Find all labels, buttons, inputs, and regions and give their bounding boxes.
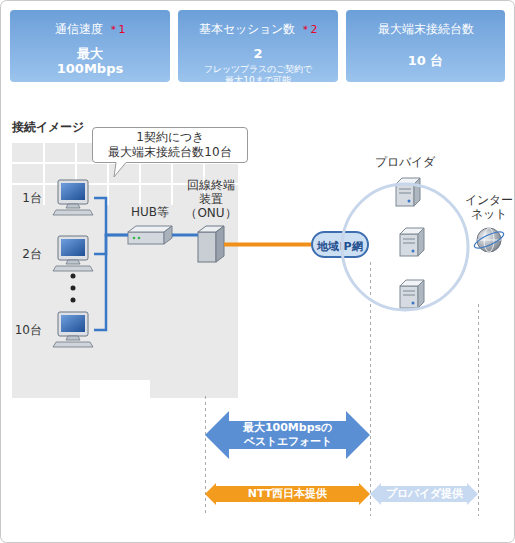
node-text: 基本セッション数 <box>199 22 295 36</box>
hub-node: HUB等 <box>128 226 172 244</box>
arrow-outline <box>205 411 370 459</box>
network-pill: 地域IP網 <box>311 231 369 258</box>
node-text: インター ネット <box>461 193 515 221</box>
pc-node: 2台 <box>52 236 94 272</box>
node-text: 10 台 <box>346 52 505 70</box>
node-text: ＊1 <box>108 23 126 36</box>
node-text: 1台 <box>22 190 42 207</box>
node-text: 最大 100Mbps <box>50 46 130 76</box>
server-icon <box>396 178 420 206</box>
node-text: フレッツプラスのご契約で 最大10まで可能 <box>198 64 318 86</box>
node-text: 10台 <box>15 322 42 339</box>
range-arrow: プロバイダ提供 <box>370 483 478 505</box>
connector-line <box>94 198 128 235</box>
circle-outline <box>340 182 470 312</box>
range-arrow: 最大100Mbpsの ベストエフォート <box>205 411 370 459</box>
connector-line <box>172 234 198 237</box>
node-text: ＊2 <box>300 23 318 36</box>
pc-icon <box>53 312 93 347</box>
node-text: 2台 <box>22 246 42 263</box>
ellipsis-dots <box>71 274 76 303</box>
server-icon <box>400 228 424 256</box>
spec-box: 通信速度 ＊1 最大 100Mbps <box>10 10 170 82</box>
hub-icon <box>128 226 172 244</box>
spec-box: 最大端末接続台数 10 台 <box>346 10 505 82</box>
provider-ring: プロバイダ <box>340 182 470 312</box>
pc-icon <box>53 236 93 271</box>
pc-node: 10台 <box>52 312 94 348</box>
text-holder: NTT西日本提供 <box>205 483 370 505</box>
node-text: 1契約につき 最大端末接続台数10台 <box>95 130 245 160</box>
node-text: HUB等 <box>104 204 196 221</box>
node-text: 回線終端 装置 （ONU） <box>181 178 241 220</box>
pc-icon <box>53 180 93 215</box>
arrow-outline <box>205 483 370 505</box>
connector-line <box>94 235 128 254</box>
connector-line <box>224 243 311 247</box>
onu-icon <box>198 226 224 262</box>
node-text: 通信速度 <box>55 22 103 36</box>
arrow-outline <box>370 483 478 505</box>
node-text: プロバイダ <box>340 154 470 171</box>
node-text: 最大100Mbpsの ベストエフォート <box>228 421 348 449</box>
range-arrow: NTT西日本提供 <box>205 483 370 505</box>
spec-box: 基本セッション数＊22フレッツプラスのご契約で 最大10まで可能 <box>178 10 338 82</box>
text-holder: 最大100Mbpsの ベストエフォート <box>205 411 370 459</box>
node-text: 地域IP網 <box>317 240 362 253</box>
ring-outline <box>342 184 468 310</box>
onu-node: 回線終端 装置 （ONU） <box>198 226 224 262</box>
server-icon <box>400 280 424 308</box>
connector-line <box>94 235 128 330</box>
node-text: 最大端末接続台数 <box>378 22 474 36</box>
globe-icon <box>472 228 505 252</box>
callout-box: 1契約につき 最大端末接続台数10台 <box>92 127 248 163</box>
node-text: プロバイダ提供 <box>386 487 463 501</box>
text-holder: 1契約につき 最大端末接続台数10台 <box>92 127 248 163</box>
pc-node: 1台 <box>52 180 94 216</box>
internet-globe: インター ネット <box>476 227 502 253</box>
node-text: 2 <box>178 46 338 61</box>
node-text: NTT西日本提供 <box>248 487 327 501</box>
text-holder: プロバイダ提供 <box>370 483 478 505</box>
section-heading: 接続イメージ <box>12 119 84 136</box>
callout-outline <box>93 128 248 178</box>
